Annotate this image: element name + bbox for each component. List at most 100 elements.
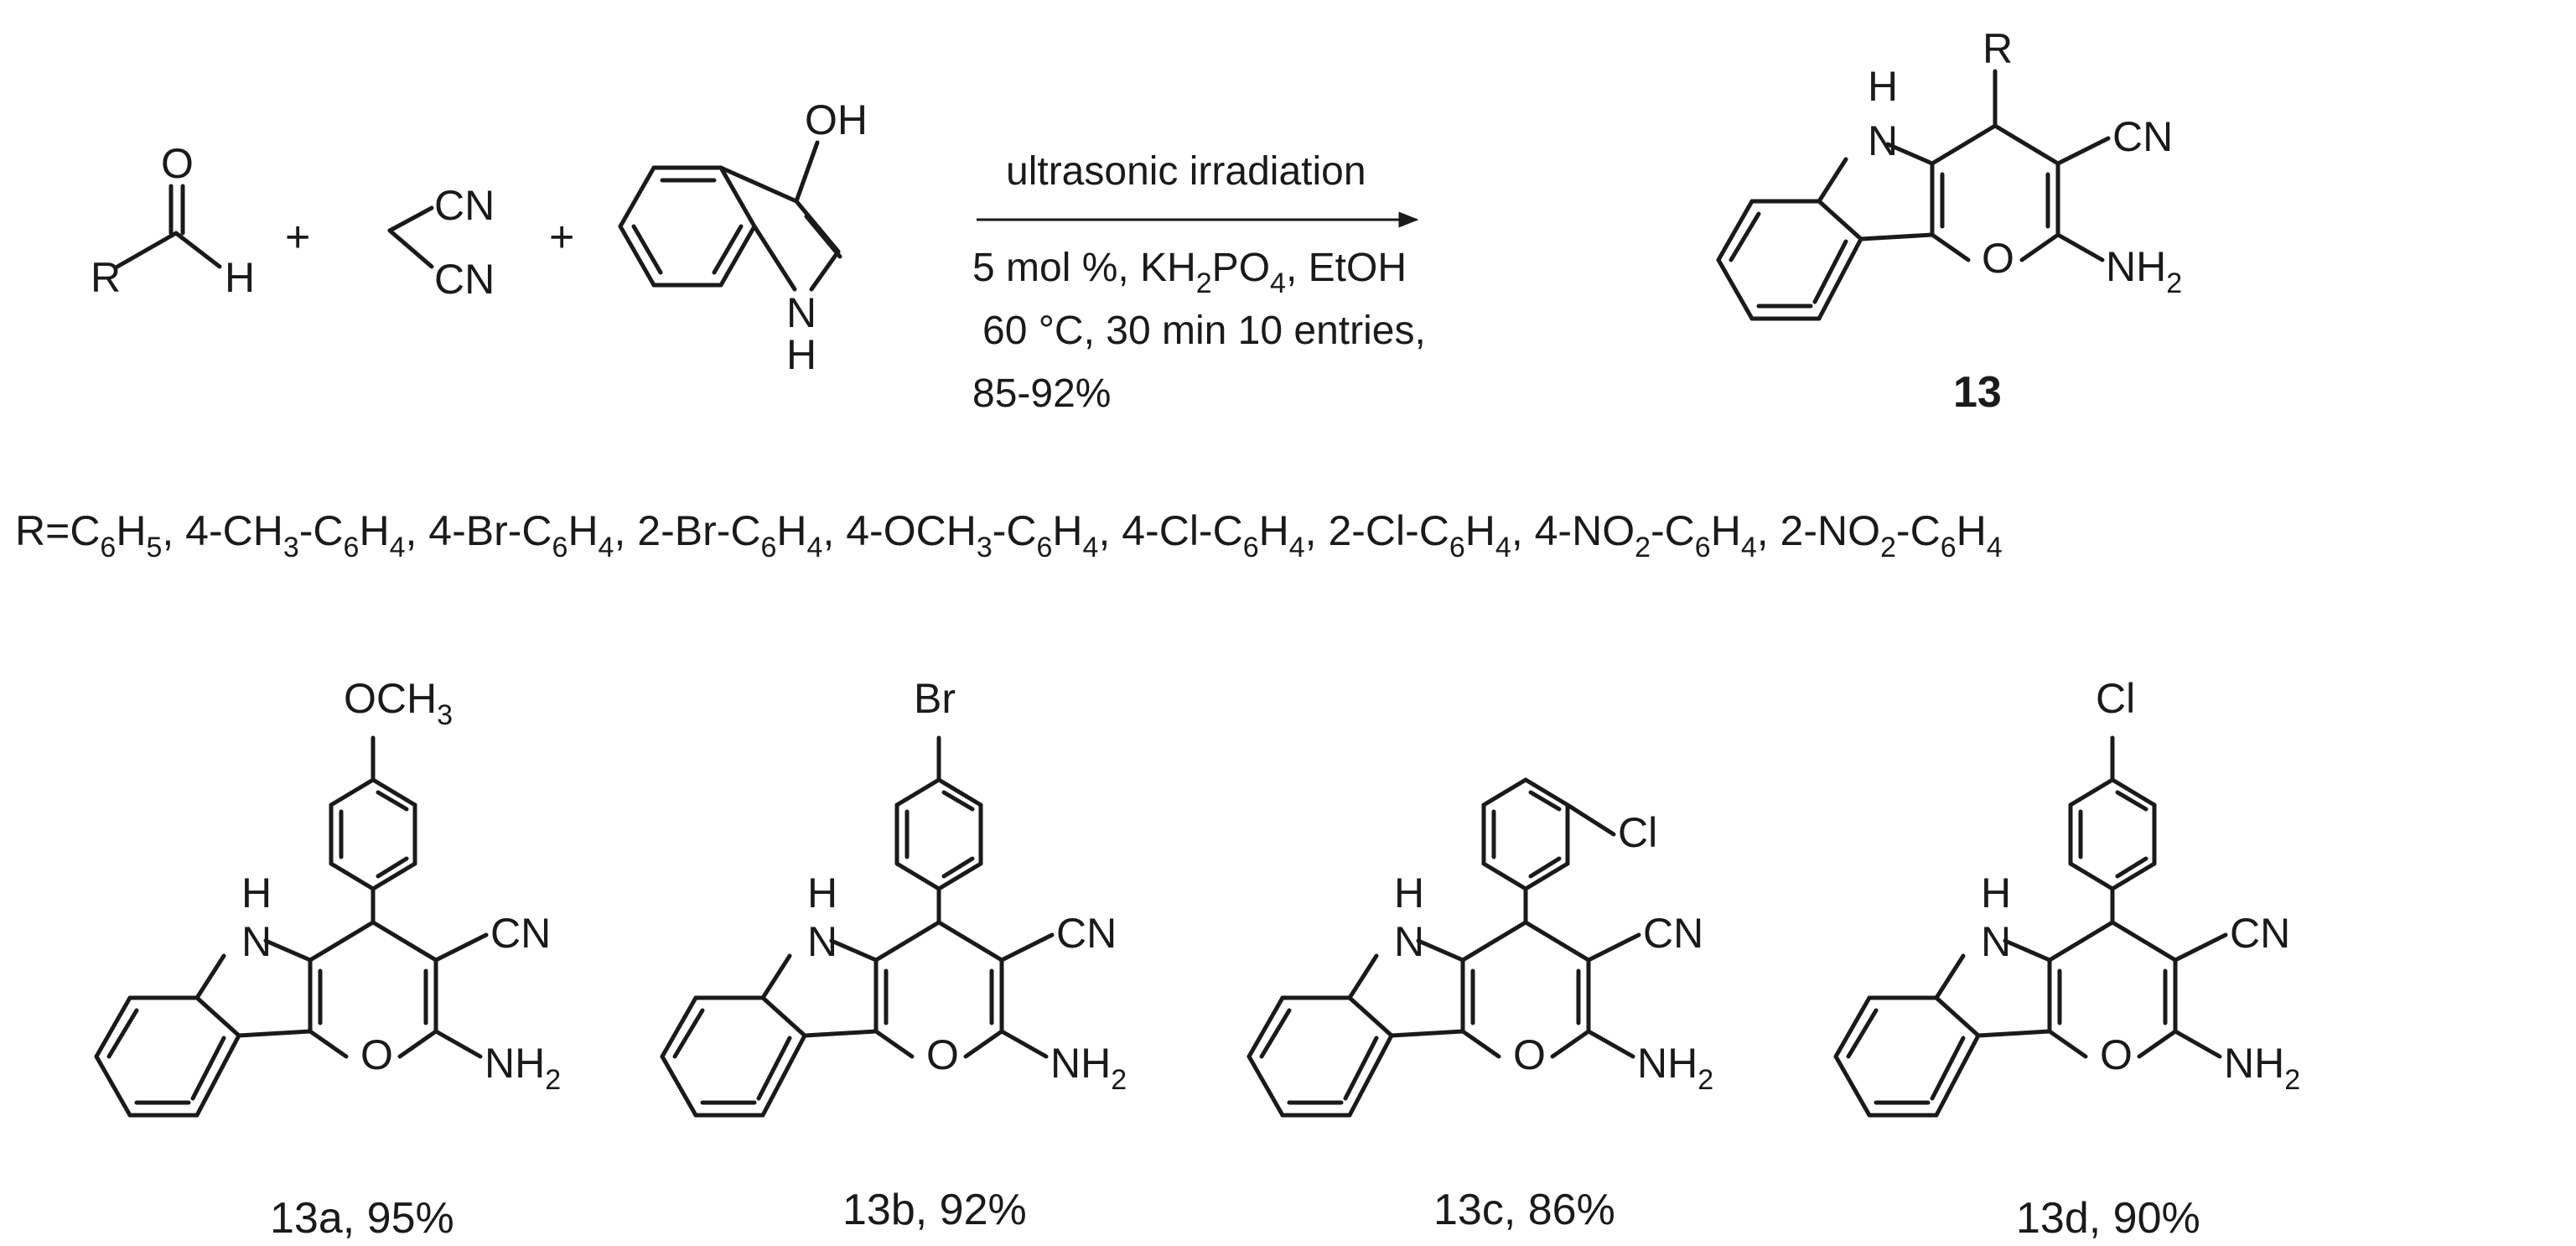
example-13a-label: 13a, 95% <box>270 1194 454 1243</box>
product-compound-number: 13 <box>1953 368 2002 417</box>
substituent-text: H <box>116 507 146 554</box>
example-13a-substituent: OCH3 <box>344 675 453 731</box>
example-13a-nh-n: N <box>241 918 272 965</box>
substituent-text: H <box>359 507 389 554</box>
substituent-text: 2-Br-C <box>637 507 760 554</box>
condition-above-arrow: ultrasonic irradiation <box>1006 149 1366 194</box>
example-13a-ring-oxygen: O <box>360 1031 393 1078</box>
substituent-subscript: 6 <box>1941 532 1957 563</box>
example-13c-nh-h: H <box>1394 870 1424 916</box>
example-13d-nh2: NH2 <box>2224 1040 2300 1096</box>
product-cn: CN <box>2112 113 2173 160</box>
example-13b: Br H N CN O NH2 13b, 92% <box>662 675 1127 1234</box>
hydroxyindole-n: N <box>786 289 816 336</box>
example-13d: Cl H N CN O NH2 13d, 90% <box>1836 675 2300 1243</box>
substituent-subscript: 6 <box>1695 532 1711 563</box>
substituent-text: 2-Cl-C <box>1328 507 1449 554</box>
example-13d-substituent: Cl <box>2096 675 2135 722</box>
aldehyde-hydrogen: H <box>225 254 255 301</box>
product-nh-h: H <box>1868 63 1898 110</box>
substituent-text: H <box>568 507 598 554</box>
substituent-subscript: 4 <box>1741 532 1757 563</box>
example-13d-nh-h: H <box>1981 870 2011 916</box>
substituent-subscript: 2 <box>1880 532 1896 563</box>
product-nh2: NH2 <box>2106 243 2182 299</box>
hydroxyindole-oh: OH <box>805 96 868 143</box>
product-ring-oxygen: O <box>1982 235 2014 282</box>
malononitrile-cn-top: CN <box>434 182 495 229</box>
substituent-subscript: 6 <box>1449 532 1465 563</box>
substituent-subscript: 2 <box>1635 532 1651 563</box>
substituent-subscript: 6 <box>1243 532 1259 563</box>
aldehyde-r-group: R <box>91 254 121 301</box>
condition-line-3: 85-92% <box>972 371 1111 416</box>
reactant-aldehyde: O R H <box>91 140 255 301</box>
substituent-separator: , <box>1511 507 1535 554</box>
substituent-text: 2-NO <box>1780 507 1880 554</box>
substituent-text: 4-Cl-C <box>1122 507 1242 554</box>
example-13d-ring-oxygen: O <box>2100 1031 2133 1078</box>
substituent-text: C <box>70 507 100 554</box>
substituent-separator: , <box>614 507 637 554</box>
substituent-subscript: 6 <box>552 532 568 563</box>
substituent-list: R=C6H5, 4-CH3-C6H4, 4-Br-C6H4, 2-Br-C6H4… <box>15 507 2003 563</box>
substituent-separator: , <box>406 507 429 554</box>
substituent-text: 4-NO <box>1535 507 1635 554</box>
substituent-subscript: 4 <box>599 532 614 563</box>
substituent-separator: , <box>1757 507 1780 554</box>
example-13c-nh2: NH2 <box>1637 1040 1713 1096</box>
substituent-subscript: 6 <box>100 532 116 563</box>
substituent-subscript: 5 <box>146 532 162 563</box>
substituent-text: -C <box>299 507 344 554</box>
reactant-hydroxyindole: OH N H <box>618 96 868 378</box>
substituent-text: -C <box>1651 507 1695 554</box>
substituent-subscript: 3 <box>283 532 299 563</box>
example-13d-label: 13d, 90% <box>2016 1194 2200 1243</box>
substituent-text: H <box>1259 507 1289 554</box>
example-13b-label: 13b, 92% <box>842 1186 1027 1234</box>
example-13c-nh-n: N <box>1394 918 1424 965</box>
example-13a-nh-h: H <box>241 870 272 916</box>
product-nh-n: N <box>1868 117 1898 164</box>
example-13c-label: 13c, 86% <box>1433 1186 1615 1234</box>
substituent-text: 4-Br-C <box>428 507 552 554</box>
example-13b-ring-oxygen: O <box>926 1031 959 1078</box>
example-13b-cn: CN <box>1056 910 1117 957</box>
example-13c-ring-oxygen: O <box>1513 1031 1546 1078</box>
example-13b-nh-h: H <box>807 870 837 916</box>
substituent-subscript: 4 <box>1083 532 1099 563</box>
plus-sign-1: + <box>285 213 310 262</box>
substituent-text: H <box>1711 507 1741 554</box>
plus-sign-2: + <box>549 213 574 262</box>
substituent-separator: , <box>822 507 846 554</box>
example-13d-cn: CN <box>2230 910 2290 957</box>
substituent-separator: , <box>162 507 185 554</box>
substituent-text: H <box>1052 507 1082 554</box>
reaction-arrow-group: ultrasonic irradiation 5 mol %, KH2PO4, … <box>972 149 1426 416</box>
substituent-text: H <box>1465 507 1495 554</box>
example-13b-nh-n: N <box>807 918 837 965</box>
substituent-text: -C <box>993 507 1037 554</box>
substituent-text: -C <box>1896 507 1941 554</box>
substituent-subscript: 4 <box>1495 532 1511 563</box>
substituent-text: 4-CH <box>185 507 283 554</box>
substituent-subscript: 3 <box>977 532 993 563</box>
reactant-malononitrile: CN CN <box>387 182 495 303</box>
example-13a-nh2: NH2 <box>485 1040 561 1096</box>
substituent-text: 4-OCH <box>846 507 977 554</box>
condition-line-2: 60 °C, 30 min 10 entries, <box>982 309 1426 353</box>
hydroxyindole-h: H <box>786 331 816 378</box>
substituent-subscript: 4 <box>390 532 406 563</box>
example-13a-cn: CN <box>490 910 551 957</box>
example-13b-nh2: NH2 <box>1050 1040 1127 1096</box>
example-13d-nh-n: N <box>1981 918 2011 965</box>
example-13a: OCH3 H N CN O NH2 13a, 95% <box>96 675 561 1243</box>
example-13c-cn: CN <box>1643 910 1703 957</box>
substituent-prefix: R= <box>15 507 70 554</box>
substituent-separator: , <box>1098 507 1122 554</box>
substituent-subscript: 6 <box>760 532 776 563</box>
product-r-group: R <box>1983 25 2013 72</box>
condition-line-1: 5 mol %, KH2PO4, EtOH <box>972 246 1407 299</box>
example-13c: Cl H N CN O NH2 13c, 86% <box>1249 780 1713 1234</box>
example-13b-substituent: Br <box>914 675 956 722</box>
